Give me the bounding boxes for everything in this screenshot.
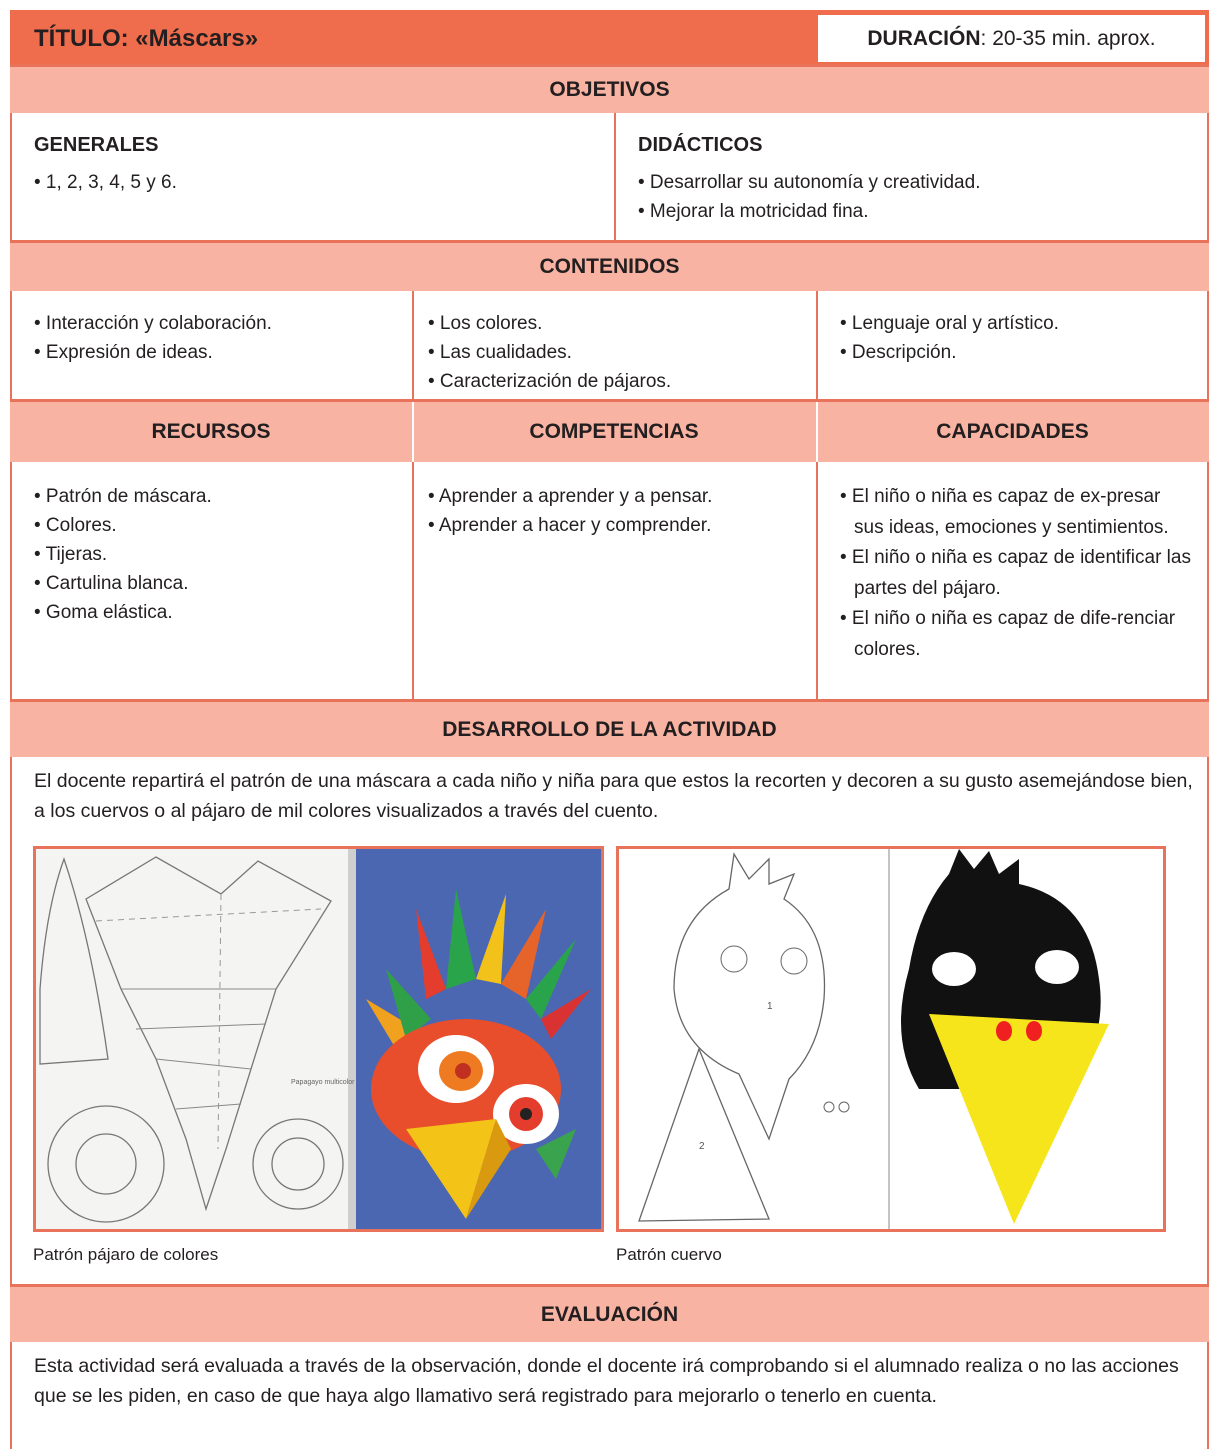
contenido-item: • Los colores. bbox=[428, 313, 543, 334]
recurso-item: • Patrón de máscara. bbox=[34, 486, 212, 507]
competencia-item: • Aprender a hacer y comprender. bbox=[428, 515, 712, 536]
band-gap bbox=[412, 402, 414, 462]
band-gap bbox=[816, 402, 818, 462]
capacidades-heading: CAPACIDADES bbox=[936, 420, 1089, 443]
crow-pattern-svg: 1 2 bbox=[619, 849, 1163, 1229]
duration-label: DURACIÓN bbox=[867, 26, 981, 50]
generales-cell: GENERALES • 1, 2, 3, 4, 5 y 6. bbox=[12, 113, 614, 240]
contenido-item: • Las cualidades. bbox=[428, 342, 572, 363]
duration-value: : 20-35 min. aprox. bbox=[980, 26, 1156, 50]
bird-pattern-svg: Papagayo multicolor bbox=[36, 849, 601, 1229]
capacidad-item: • El niño o niña es capaz de ex-presar s… bbox=[840, 486, 1169, 538]
duration-box: DURACIÓN: 20-35 min. aprox. bbox=[818, 15, 1205, 62]
generales-item: • 1, 2, 3, 4, 5 y 6. bbox=[34, 172, 177, 193]
svg-text:1: 1 bbox=[767, 1001, 773, 1012]
desarrollo-heading: DESARROLLO DE LA ACTIVIDAD bbox=[10, 699, 1209, 757]
page-title: TÍTULO: «Máscars» bbox=[34, 24, 259, 52]
divider bbox=[412, 291, 414, 699]
divider bbox=[816, 291, 818, 699]
capacidad-item: • El niño o niña es capaz de dife-rencia… bbox=[840, 608, 1176, 660]
capacidad-item: • El niño o niña es capaz de identificar… bbox=[840, 547, 1191, 599]
recursos-cell: • Patrón de máscara. • Colores. • Tijera… bbox=[12, 462, 412, 699]
competencias-cell: • Aprender a aprender y a pensar. • Apre… bbox=[414, 462, 816, 699]
desarrollo-text: El docente repartirá el patrón de una má… bbox=[34, 770, 1193, 822]
objetivos-heading: OBJETIVOS bbox=[10, 64, 1209, 113]
contenido-item: • Caracterización de pájaros. bbox=[428, 371, 672, 392]
competencias-heading: COMPETENCIAS bbox=[529, 420, 699, 443]
divider bbox=[614, 113, 616, 240]
bird-pattern-image: Papagayo multicolor bbox=[33, 846, 604, 1232]
svg-text:2: 2 bbox=[699, 1141, 705, 1152]
capacidades-cell: • El niño o niña es capaz de ex-presar s… bbox=[818, 462, 1206, 699]
recurso-item: • Cartulina blanca. bbox=[34, 573, 189, 594]
contenidos-col2: • Los colores. • Las cualidades. • Carac… bbox=[414, 291, 816, 399]
contenido-item: • Expresión de ideas. bbox=[34, 342, 213, 363]
recursos-band: RECURSOS COMPETENCIAS CAPACIDADES bbox=[10, 399, 1209, 462]
contenido-item: • Interacción y colaboración. bbox=[34, 313, 272, 334]
didacticos-cell: DIDÁCTICOS • Desarrollar su autonomía y … bbox=[616, 113, 1206, 240]
didacticos-item: • Mejorar la motricidad fina. bbox=[638, 201, 869, 222]
contenidos-heading: CONTENIDOS bbox=[10, 240, 1209, 291]
evaluacion-text: Esta actividad será evaluada a través de… bbox=[34, 1355, 1179, 1407]
generales-title: GENERALES bbox=[34, 134, 159, 156]
didacticos-item: • Desarrollar su autonomía y creatividad… bbox=[638, 172, 981, 193]
didacticos-title: DIDÁCTICOS bbox=[638, 134, 763, 156]
contenido-item: • Descripción. bbox=[840, 342, 957, 363]
title-bar: TÍTULO: «Máscars» DURACIÓN: 20-35 min. a… bbox=[10, 10, 1209, 67]
contenidos-col3: • Lenguaje oral y artístico. • Descripci… bbox=[818, 291, 1206, 399]
competencia-item: • Aprender a aprender y a pensar. bbox=[428, 486, 713, 507]
contenido-item: • Lenguaje oral y artístico. bbox=[840, 313, 1059, 334]
evaluacion-heading: EVALUACIÓN bbox=[10, 1284, 1209, 1342]
recursos-heading: RECURSOS bbox=[151, 420, 271, 443]
contenidos-col1: • Interacción y colaboración. • Expresió… bbox=[12, 291, 412, 399]
crow-pattern-image: 1 2 bbox=[616, 846, 1166, 1232]
recurso-item: • Goma elástica. bbox=[34, 602, 173, 623]
caption-crow: Patrón cuervo bbox=[616, 1245, 722, 1264]
caption-bird: Patrón pájaro de colores bbox=[33, 1245, 219, 1264]
recurso-item: • Colores. bbox=[34, 515, 117, 536]
recurso-item: • Tijeras. bbox=[34, 544, 108, 565]
pattern-label: Papagayo multicolor bbox=[291, 1079, 355, 1086]
